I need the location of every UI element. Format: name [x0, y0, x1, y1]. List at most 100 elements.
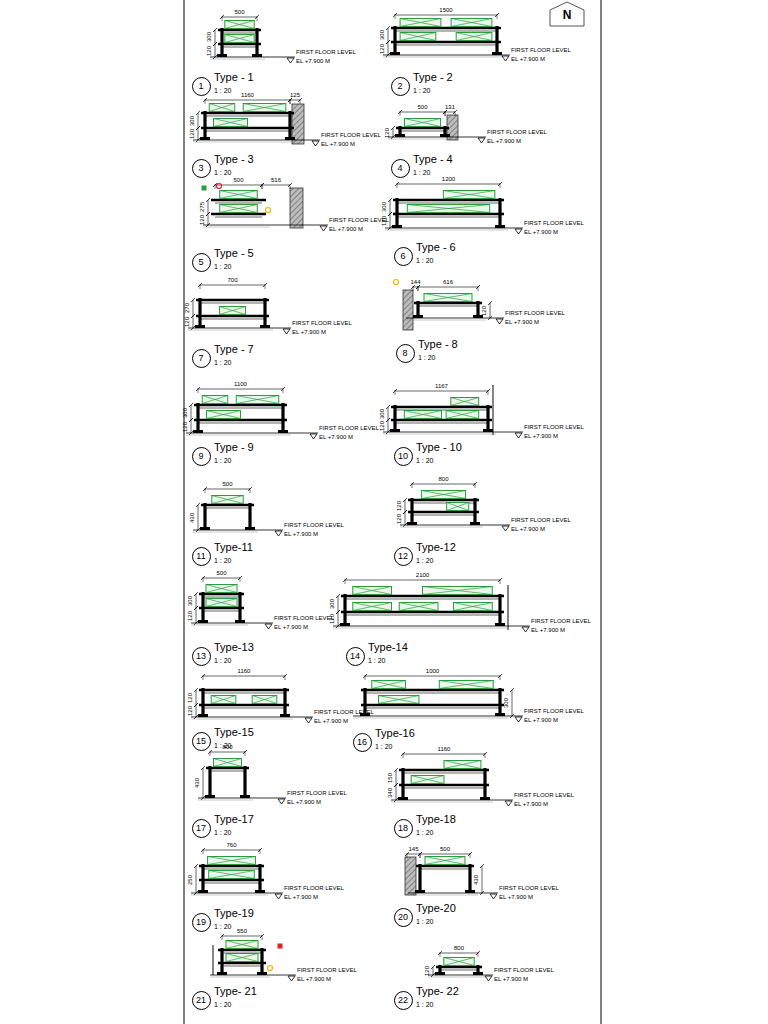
support-beam: [361, 689, 504, 692]
dimension-line: [203, 850, 260, 851]
callout-number: 6: [400, 252, 405, 261]
duct-cross: [400, 19, 441, 27]
dimension-line: [395, 15, 497, 16]
duct-cross: [243, 104, 286, 112]
duct: [220, 307, 246, 315]
dimension-tick: [191, 314, 195, 318]
extension-line: [440, 952, 441, 957]
duct-cross: [202, 396, 228, 404]
callout-number: 9: [198, 452, 203, 461]
extension-line: [205, 488, 206, 493]
dimension-tick: [191, 298, 195, 302]
level-label: FIRST FLOOR LEVEL: [494, 967, 554, 973]
dimension-tick: [510, 688, 514, 692]
wall-line: [492, 385, 493, 435]
duct-cross: [226, 941, 258, 949]
dimension-line: [395, 391, 488, 392]
north-symbol: [550, 2, 584, 26]
extension-line: [478, 286, 479, 291]
dimension-line: [388, 407, 389, 420]
extension-line: [500, 675, 501, 680]
dimension-tick: [194, 688, 198, 692]
floor-line: [186, 433, 318, 434]
beam-flange: [215, 203, 262, 204]
extension-line: [365, 675, 366, 680]
dimension-line: [203, 676, 285, 677]
base-plate: [435, 972, 445, 975]
duct-cross: [209, 871, 255, 879]
dimension-line: [198, 389, 283, 390]
duct: [226, 954, 258, 962]
level-symbol: [502, 56, 509, 61]
support-detail: [193, 487, 283, 536]
tag-symbol: [394, 280, 399, 285]
base-plate: [198, 890, 208, 893]
detail-callout: 11: [192, 547, 211, 566]
duct-cross: [243, 104, 286, 112]
duct: [447, 503, 469, 511]
level-symbol: [485, 976, 492, 981]
support-beam: [341, 611, 504, 614]
dimension-line: [193, 316, 194, 328]
base-plate: [470, 522, 480, 525]
dimension-tick: [194, 891, 198, 895]
dimension-text: 125: [290, 92, 300, 98]
extension-line: [485, 753, 486, 758]
floor-slab: [383, 57, 505, 58]
support-beam: [201, 112, 294, 115]
dimension-text: 120: [379, 421, 385, 431]
support-beam: [416, 865, 474, 868]
dimension-line: [191, 405, 192, 420]
base-plate: [392, 225, 402, 228]
dimension-line: [412, 484, 475, 485]
callout-number: 20: [398, 913, 408, 922]
sheet-border: [184, 0, 185, 1024]
duct-cross: [214, 119, 248, 127]
base-plate: [285, 137, 295, 140]
detail-callout: 21: [192, 991, 211, 1010]
detail-title: Type - 1: [214, 72, 254, 83]
support-detail: [383, 13, 510, 61]
dimension-line: [445, 112, 455, 113]
dimension-line: [388, 420, 389, 432]
dimension-line: [388, 42, 389, 55]
support-detail: [191, 848, 283, 899]
level-value: EL +7.900 M: [297, 976, 331, 982]
dimension-tick: [206, 212, 210, 216]
base-plate: [465, 890, 475, 893]
detail-callout: 9: [192, 447, 211, 466]
beam-flange: [210, 771, 245, 772]
duct-cross: [353, 587, 392, 595]
duct: [404, 411, 441, 419]
scale-note: 1 : 20: [214, 1001, 232, 1008]
base-plate: [407, 522, 417, 525]
support-detail: [198, 750, 286, 804]
detail-callout: 12: [394, 547, 413, 566]
north-mark: N: [563, 9, 572, 21]
level-symbol: [265, 624, 272, 629]
level-symbol: [490, 894, 497, 899]
dimension-tick: [403, 510, 407, 514]
dimension-text: 1500: [439, 7, 452, 13]
dimension-text: 120: [187, 706, 193, 716]
floor-slab: [191, 625, 248, 626]
dimension-text: 120: [481, 305, 487, 315]
support-beam: [436, 966, 482, 969]
dimension-line: [198, 128, 199, 140]
duct: [220, 205, 258, 213]
dimension-tick: [189, 418, 193, 422]
support-detail: [405, 852, 498, 899]
dimension-text: 500: [233, 177, 243, 183]
dimension-text: 430: [194, 778, 200, 788]
dimension-text: 300: [182, 407, 188, 417]
dimension-line: [215, 44, 216, 57]
beam-flange: [198, 423, 283, 424]
callout-number: 10: [398, 452, 408, 461]
support-leg: [196, 403, 199, 432]
support-detail: [193, 98, 320, 146]
dimension-tick: [394, 783, 398, 787]
beam-flange: [203, 611, 240, 612]
dimension-text: 150: [387, 772, 393, 782]
base-plate: [415, 890, 425, 893]
